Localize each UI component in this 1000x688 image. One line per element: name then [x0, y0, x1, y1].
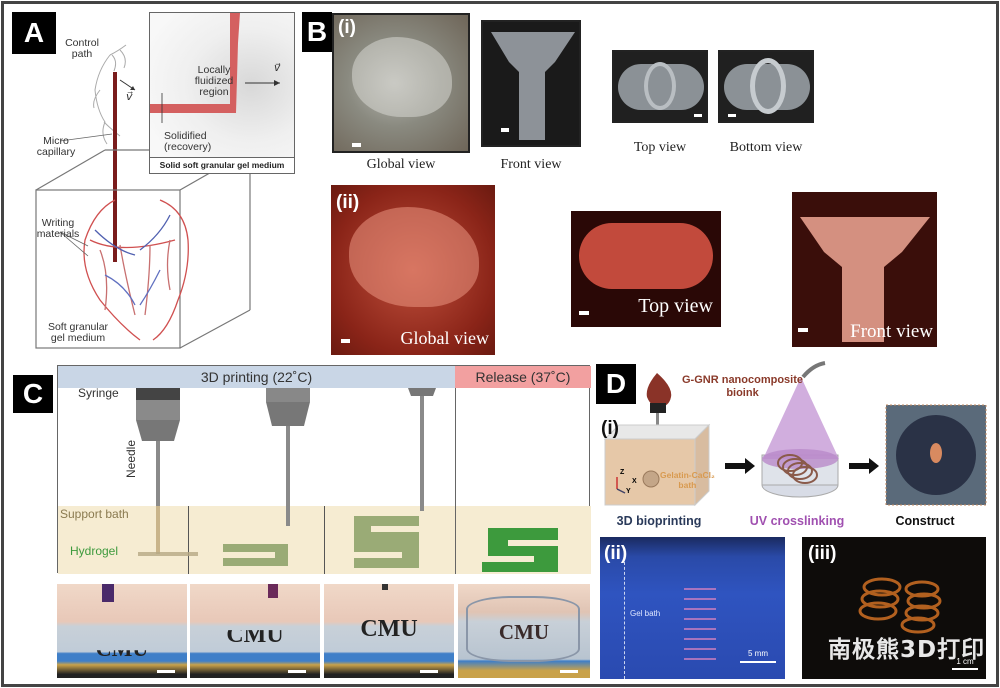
writing-materials-label: Writing materials — [36, 217, 80, 240]
watermark: 南极熊3D打印 — [828, 637, 986, 663]
panel-b-letter: B — [302, 12, 332, 52]
gel-bath-label: Gel bath — [630, 609, 661, 618]
caption-b-ii-front: Front view — [850, 321, 933, 342]
photo-b-i-top — [612, 50, 708, 123]
panel-c-letter: C — [13, 375, 53, 413]
soft-granular-label: Soft granular gel medium — [47, 321, 109, 344]
caption-b-i-top: Top view — [633, 140, 687, 155]
scale-bar — [728, 114, 736, 117]
scale-bar — [952, 668, 978, 670]
photo-b-i-front — [481, 20, 581, 147]
tag-b-ii: (ii) — [336, 192, 360, 213]
tag-d-ii: (ii) — [604, 543, 628, 564]
inset-velocity-label: v⃗ — [274, 62, 281, 74]
scale-5mm-label: 5 mm — [748, 649, 768, 658]
print-header: 3D printing (22˚C) — [58, 366, 455, 388]
inset-fluidized-region: Locally fluidized region v⃗ Solidified (… — [149, 12, 295, 174]
needle-label: Needle — [124, 439, 138, 478]
tag-d-i: (i) — [601, 418, 619, 439]
photo-c-1-text: CMU — [95, 636, 149, 661]
photo-d-ii: (ii) Gel bath 5 mm — [600, 537, 785, 679]
photo-c-4-text: CMU — [498, 620, 550, 644]
axis-y-label: Y — [626, 488, 631, 495]
scale-bar — [579, 311, 589, 315]
caption-b-i-bottom: Bottom view — [729, 140, 803, 155]
step-3d-bioprinting: 3D bioprinting — [616, 514, 702, 528]
step-construct: Construct — [895, 514, 955, 528]
control-path-label: Control path — [65, 37, 99, 60]
photo-c-2: CMU — [190, 584, 320, 678]
scale-bar — [420, 670, 438, 673]
gel-cube — [35, 149, 251, 349]
control-path-sketch — [93, 44, 127, 145]
micro-capillary-label: Micro capillary — [36, 135, 76, 158]
photo-c-2-text: CMU — [226, 622, 284, 648]
caption-b-i-global: Global view — [366, 157, 436, 172]
support-bath-label: Support bath — [60, 507, 129, 521]
photo-c-3-text: CMU — [360, 616, 418, 642]
bioprinting-workflow — [603, 361, 987, 507]
axis-z-label: Z — [620, 469, 625, 476]
scale-bar — [740, 661, 776, 663]
hydrogel-label: Hydrogel — [70, 544, 119, 558]
printing-schematic: 3D printing (22˚C) Release (37˚C) — [57, 365, 591, 574]
panel-a-diagram — [35, 44, 251, 349]
photo-c-1: CMU — [57, 584, 187, 678]
bath-label: Gelatin-CaCl₂ bath — [660, 470, 715, 490]
photo-b-ii-global: (ii) Global view — [331, 185, 495, 355]
release-header: Release (37˚C) — [455, 366, 591, 388]
photo-c-4: CMU — [458, 584, 590, 678]
scale-bar — [288, 670, 306, 673]
syringes — [136, 388, 558, 572]
scale-bar — [352, 143, 361, 147]
bioink-drop-icon — [646, 373, 672, 407]
panel-a-letter: A — [12, 12, 56, 54]
axis-x-label: X — [632, 478, 637, 485]
velocity-label: v⃗ — [126, 91, 133, 103]
photo-b-i-bottom — [718, 50, 814, 123]
photo-b-ii-top: Top view — [571, 211, 721, 327]
vasculature-drawing — [83, 199, 189, 341]
step-uv-crosslinking: UV crosslinking — [749, 514, 845, 528]
scale-bar — [157, 670, 175, 673]
panel-d-letter: D — [596, 364, 636, 404]
tag-d-iii: (iii) — [808, 543, 837, 564]
arrow-icon — [849, 458, 879, 474]
solidified-label: Solidified (recovery) — [164, 130, 212, 153]
photo-c-3: CMU — [324, 584, 454, 678]
scale-bar — [341, 339, 350, 343]
scale-bar — [501, 128, 509, 132]
photo-b-i-global: (i) — [332, 13, 470, 153]
arrow-icon — [725, 458, 755, 474]
scale-bar — [798, 328, 808, 332]
inset-caption: Solid soft granular gel medium — [150, 157, 294, 173]
bioink-label: G-GNR nanocomposite bioink — [682, 374, 804, 399]
locally-fluidized-label: Locally fluidized region — [194, 64, 234, 98]
scale-bar — [560, 670, 578, 673]
syringe-label: Syringe — [78, 386, 119, 400]
caption-b-ii-top: Top view — [638, 295, 713, 317]
caption-b-ii-global: Global view — [400, 328, 489, 348]
tag-b-i: (i) — [338, 17, 356, 38]
caption-b-i-front: Front view — [500, 157, 562, 172]
scale-1cm-label: 1 cm — [956, 657, 974, 666]
micro-capillary — [113, 72, 117, 262]
photo-d-iii: (iii) 1 cm — [802, 537, 986, 679]
scale-bar — [694, 114, 702, 117]
photo-b-ii-front: Front view — [792, 192, 937, 347]
